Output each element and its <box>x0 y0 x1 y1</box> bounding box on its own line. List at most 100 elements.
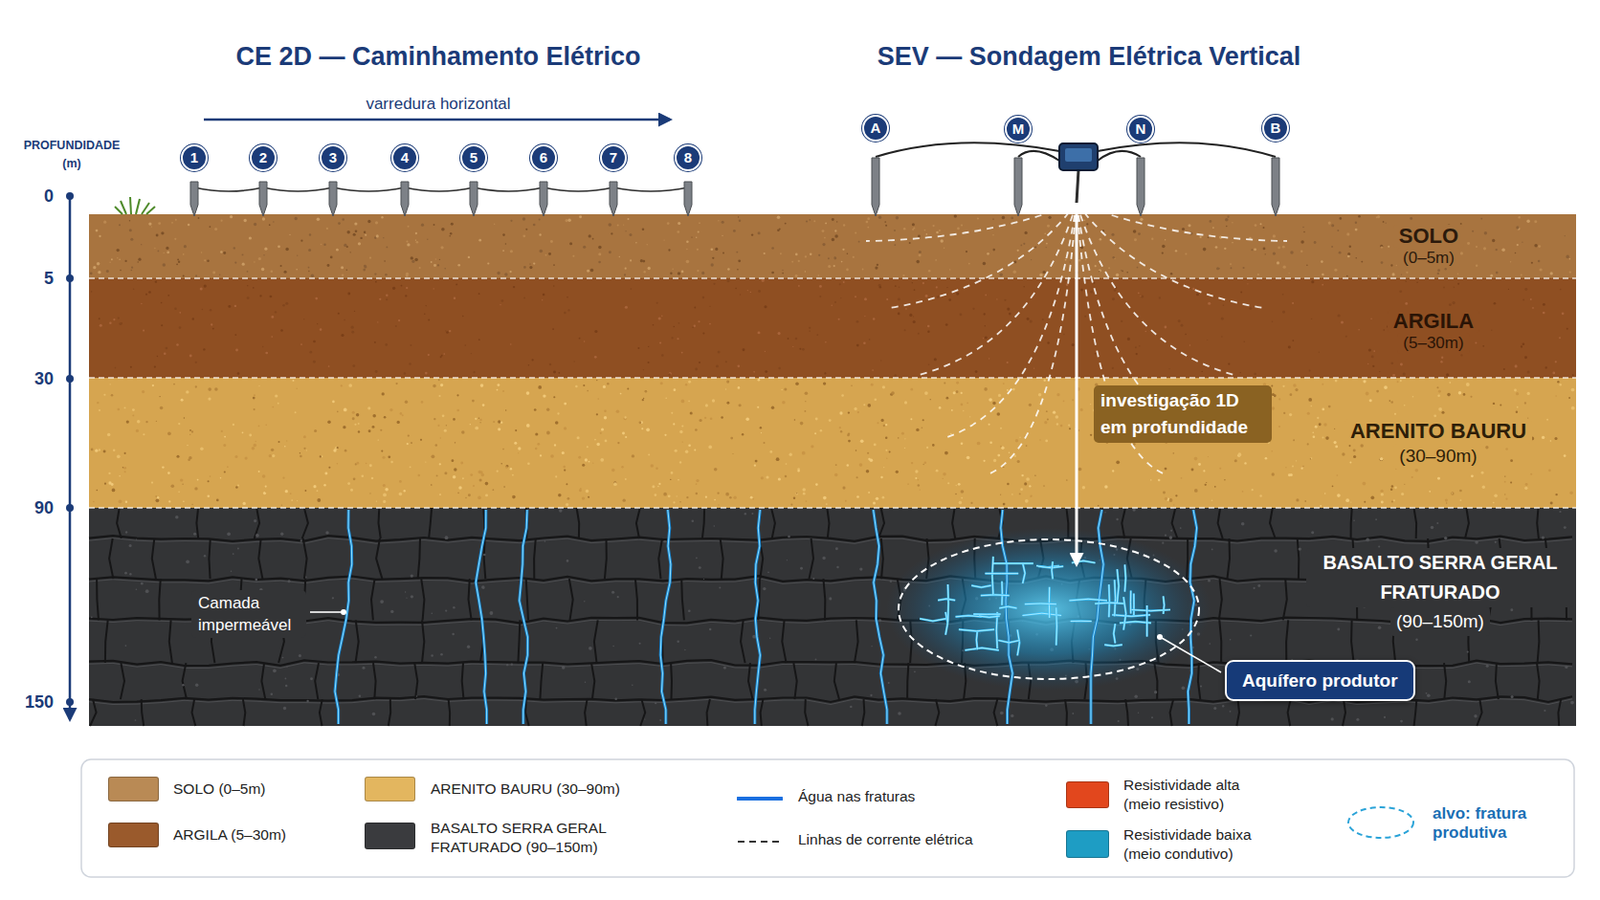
speckle <box>406 443 409 445</box>
speckle <box>357 422 360 425</box>
speckle <box>1010 217 1014 221</box>
speckle <box>1437 268 1441 272</box>
speckle <box>1194 488 1199 493</box>
speckle <box>1175 249 1178 252</box>
speckle <box>1052 411 1056 415</box>
speckle <box>955 292 959 296</box>
speckle <box>258 424 261 427</box>
speckle <box>1309 370 1312 373</box>
basalt-crack <box>378 508 381 539</box>
speckle <box>151 225 153 227</box>
speckle <box>1545 366 1548 369</box>
speckle <box>698 361 701 364</box>
basalt-crack <box>314 663 319 700</box>
speckle <box>437 264 440 267</box>
speckle <box>1157 479 1161 483</box>
basalt-crack <box>1414 699 1418 727</box>
speckle <box>1138 345 1141 348</box>
speckle <box>133 288 134 290</box>
speckle <box>380 216 383 219</box>
speckle <box>274 311 277 313</box>
speckle <box>309 351 312 355</box>
speckle <box>918 253 922 257</box>
speckle <box>207 480 210 483</box>
speckle <box>956 227 960 231</box>
speckle <box>844 500 847 503</box>
speckle <box>1046 224 1050 228</box>
speckle <box>440 355 443 358</box>
basalt-crack <box>1536 508 1539 539</box>
speckle <box>882 496 886 500</box>
speckle <box>1282 245 1286 249</box>
speckle <box>292 379 295 382</box>
speckle <box>993 459 997 463</box>
speckle <box>432 288 434 289</box>
basalt-crack <box>158 578 161 621</box>
speckle <box>897 297 901 301</box>
speckle <box>795 337 798 340</box>
speckle <box>686 241 689 245</box>
speckle <box>163 352 167 356</box>
speckle <box>1272 251 1276 255</box>
speckle <box>763 305 767 309</box>
speckle <box>1371 355 1375 358</box>
speckle <box>688 400 690 403</box>
speckle <box>1111 297 1115 301</box>
basalt-crack <box>1172 508 1178 539</box>
speckle <box>1223 479 1225 481</box>
speckle <box>96 401 99 404</box>
speckle <box>1115 273 1119 277</box>
speckle <box>1295 498 1299 502</box>
speckle <box>296 255 298 257</box>
speckle <box>764 370 768 374</box>
speckle <box>288 234 290 236</box>
basalt-crack <box>1351 620 1355 664</box>
basalt-crack <box>569 578 574 621</box>
speckle <box>801 488 806 492</box>
speckle <box>1271 472 1275 476</box>
speckle <box>114 367 117 370</box>
speckle <box>1039 439 1041 441</box>
speckle <box>248 434 252 438</box>
speckle <box>235 486 239 489</box>
basalt-grain <box>1494 541 1497 544</box>
speckle <box>1416 282 1418 284</box>
speckle <box>162 263 167 267</box>
speckle <box>717 504 719 506</box>
speckle <box>1000 445 1002 448</box>
speckle <box>369 256 372 259</box>
speckle <box>1569 270 1572 273</box>
speckle <box>777 215 781 220</box>
speckle <box>1282 311 1286 314</box>
speckle <box>1355 257 1356 259</box>
speckle <box>598 261 601 265</box>
speckle <box>112 449 115 452</box>
speckle <box>623 417 628 422</box>
speckle <box>374 341 377 344</box>
speckle <box>522 217 526 221</box>
speckle <box>1161 252 1164 255</box>
speckle <box>1201 371 1203 373</box>
speckle <box>1403 484 1405 486</box>
speckle <box>695 483 698 486</box>
speckle <box>1363 501 1366 504</box>
speckle <box>722 252 725 255</box>
speckle <box>174 307 178 311</box>
speckle <box>792 346 794 348</box>
speckle <box>893 244 896 246</box>
speckle <box>790 504 793 507</box>
speckle <box>1524 355 1528 359</box>
speckle <box>886 458 888 460</box>
speckle <box>501 299 505 303</box>
speckle <box>569 242 573 245</box>
speckle <box>485 482 489 487</box>
speckle <box>1387 245 1390 248</box>
speckle <box>1505 498 1508 501</box>
speckle <box>401 414 404 417</box>
speckle <box>588 234 592 238</box>
speckle <box>1104 485 1109 489</box>
speckle <box>588 461 591 464</box>
speckle <box>155 421 157 423</box>
speckle <box>1231 242 1233 244</box>
speckle <box>1368 348 1372 352</box>
